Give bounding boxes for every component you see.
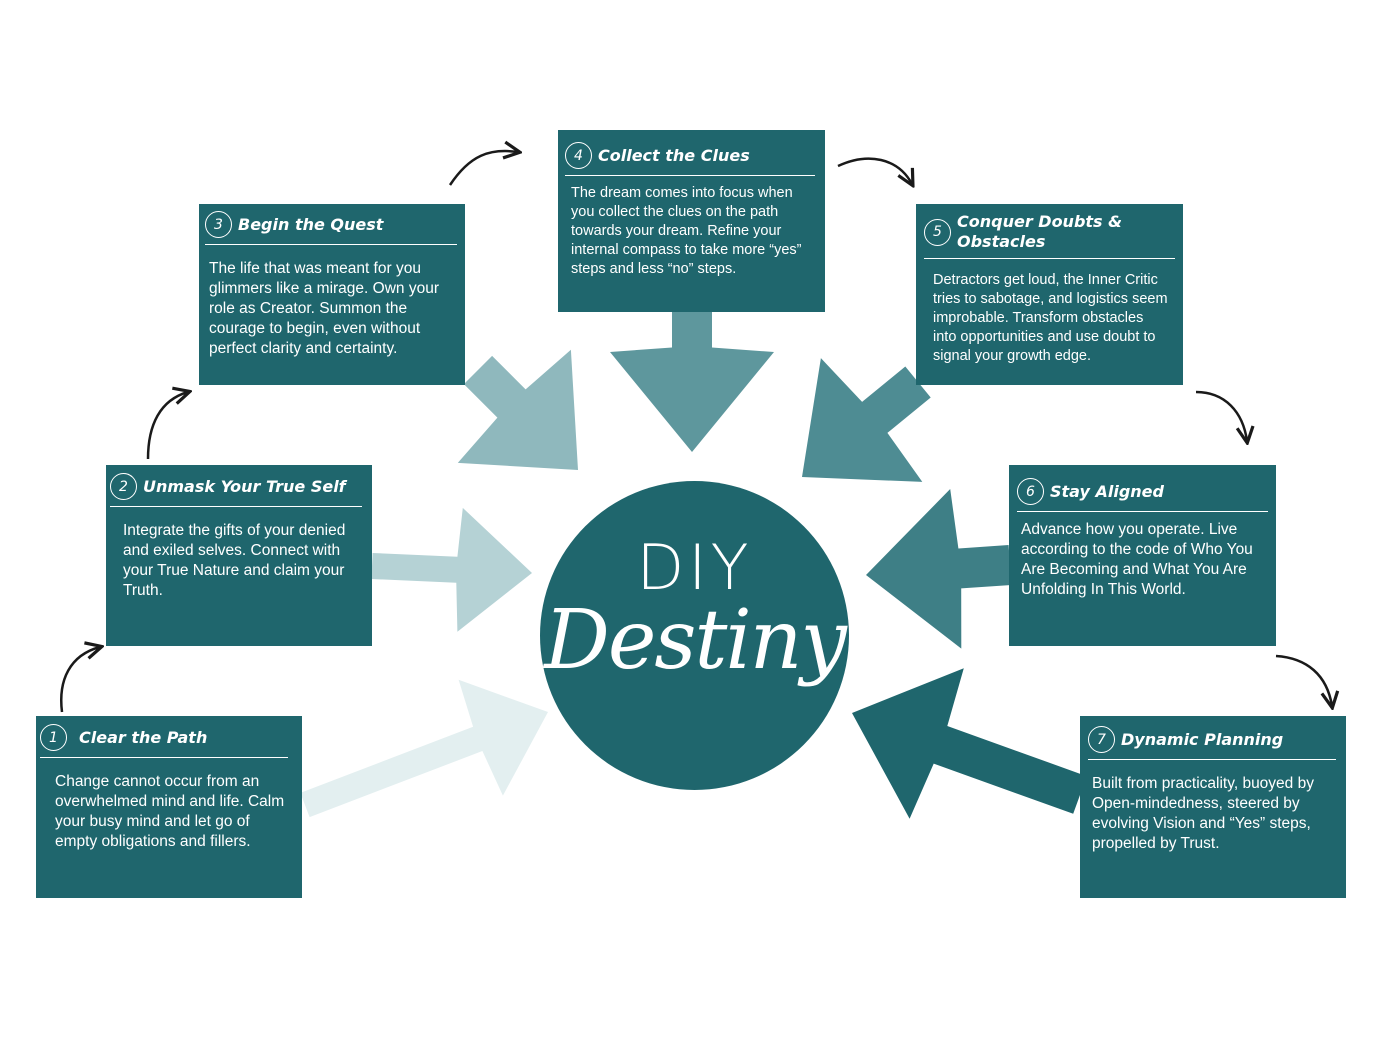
- step-body-6: Advance how you operate. Live according …: [1021, 521, 1253, 598]
- step-body-1: Change cannot occur from an overwhelmed …: [55, 773, 285, 850]
- step-box-7: 7 Dynamic Planning Built from practicali…: [1080, 716, 1346, 898]
- step-number-7: 7: [1088, 726, 1115, 753]
- step-header-3: 3 Begin the Quest: [205, 211, 457, 245]
- step-box-6: 6 Stay Aligned Advance how you operate. …: [1009, 465, 1276, 646]
- step-title-6: Stay Aligned: [1050, 481, 1164, 501]
- step-body-3: The life that was meant for you glimmers…: [209, 260, 439, 357]
- connector-arrow-3-4: [448, 151, 518, 186]
- big-arrow-7: [852, 668, 1087, 819]
- connector-arrow-6-7: [1275, 654, 1332, 706]
- step-title-2: Unmask Your True Self: [143, 476, 346, 496]
- big-arrow-3: [457, 349, 578, 470]
- step-title-3: Begin the Quest: [238, 214, 384, 234]
- big-arrow-1: [300, 679, 548, 818]
- step-title-7: Dynamic Planning: [1121, 729, 1284, 749]
- step-box-2: 2 Unmask Your True Self Integrate the gi…: [106, 465, 372, 646]
- step-header-4: 4 Collect the Clues: [565, 142, 815, 176]
- step-box-5: 5 Conquer Doubts & Obstacles Detractors …: [916, 204, 1183, 385]
- step-body-2: Integrate the gifts of your denied and e…: [123, 522, 346, 599]
- big-arrow-2: [371, 507, 532, 632]
- step-title-5: Conquer Doubts & Obstacles: [957, 212, 1123, 251]
- step-title-1: Clear the Path: [79, 727, 208, 747]
- step-number-1: 1: [40, 724, 67, 751]
- step-header-6: 6 Stay Aligned: [1017, 478, 1268, 512]
- connector-arrow-2-3: [146, 392, 188, 460]
- big-arrow-5: [802, 358, 931, 482]
- step-number-6: 6: [1017, 478, 1044, 505]
- center-title-destiny: Destiny: [544, 593, 847, 688]
- step-body-7: Built from practicality, buoyed by Open-…: [1092, 775, 1314, 852]
- connector-arrow-4-5: [837, 157, 912, 184]
- big-arrow-4: [610, 312, 774, 452]
- big-arrow-6: [866, 489, 1012, 649]
- step-number-4: 4: [565, 142, 592, 169]
- step-title-4: Collect the Clues: [598, 145, 750, 165]
- step-header-7: 7 Dynamic Planning: [1088, 726, 1336, 760]
- step-number-2: 2: [110, 473, 137, 500]
- center-title-diy: DIY: [636, 531, 753, 604]
- center-circle: DIY Destiny: [540, 481, 849, 790]
- step-header-1: 1 Clear the Path: [40, 724, 288, 758]
- step-number-3: 3: [205, 211, 232, 238]
- connector-arrow-5-6: [1195, 390, 1247, 441]
- step-box-3: 3 Begin the Quest The life that was mean…: [199, 204, 465, 385]
- step-header-2: 2 Unmask Your True Self: [110, 473, 362, 507]
- connector-arrow-1-2: [60, 647, 100, 713]
- step-box-4: 4 Collect the Clues The dream comes into…: [558, 130, 825, 312]
- step-box-1: 1 Clear the Path Change cannot occur fro…: [36, 716, 302, 898]
- step-body-4: The dream comes into focus when you coll…: [571, 185, 802, 277]
- step-header-5: 5 Conquer Doubts & Obstacles: [924, 212, 1175, 259]
- step-body-5: Detractors get loud, the Inner Critic tr…: [933, 272, 1168, 364]
- step-number-5: 5: [924, 218, 951, 246]
